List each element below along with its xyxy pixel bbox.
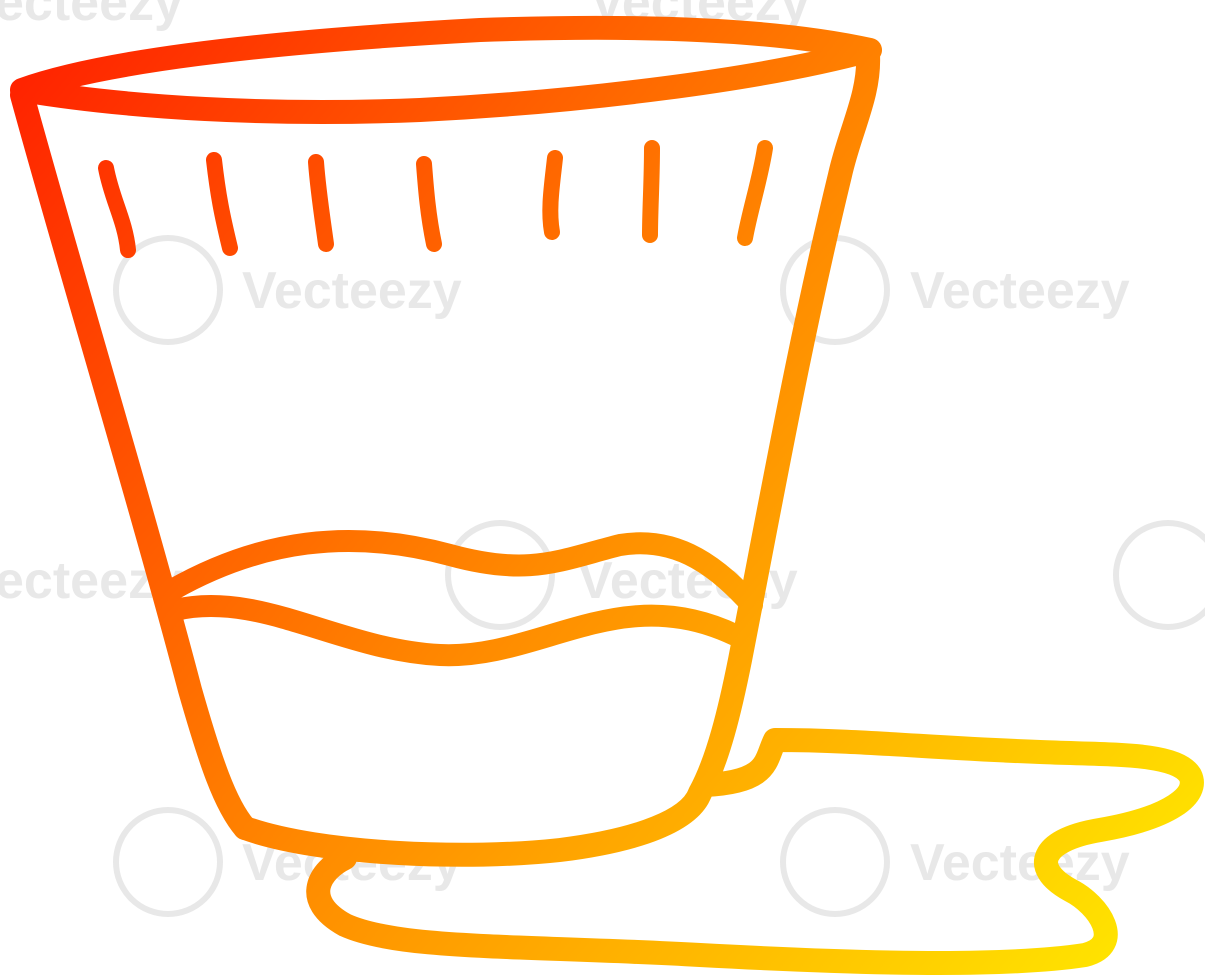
glass-base — [233, 781, 712, 867]
tick-mark — [206, 152, 238, 256]
watermark-text: Vecteezy — [910, 262, 1130, 320]
glass-left-side — [10, 83, 257, 840]
liquid-surface-back — [161, 529, 763, 616]
watermark-row-bottom: Vecteezy Vecteezy — [113, 807, 1130, 917]
vecteezy-v-logo-icon — [445, 520, 555, 630]
watermark-row-top: ecteezy Vecteezy — [0, 0, 810, 32]
vecteezy-v-logo-icon — [1113, 520, 1205, 630]
spill-puddle — [306, 728, 1204, 975]
watermark-text: ecteezy — [0, 0, 183, 32]
glass-tick-marks — [98, 140, 773, 258]
tick-mark — [642, 140, 660, 243]
tick-mark — [308, 154, 334, 252]
tick-mark — [416, 156, 442, 252]
watermark-layer: ecteezy Vecteezy Vecteezy Vecteezy ectee… — [0, 0, 1205, 917]
glass-rim — [10, 15, 882, 124]
vecteezy-v-logo-icon — [113, 807, 223, 917]
tick-mark — [98, 160, 136, 258]
watermark-text: Vecteezy — [242, 262, 462, 320]
glass-right-side — [688, 43, 881, 805]
liquid-surface-front — [164, 595, 746, 667]
watermark-row-mid: Vecteezy Vecteezy — [113, 235, 1130, 345]
vecteezy-v-logo-icon — [113, 235, 223, 345]
vecteezy-v-logo-icon — [780, 807, 890, 917]
tick-mark — [542, 150, 563, 240]
watermark-text: Vecteezy — [910, 834, 1130, 892]
glass-line-art — [10, 15, 1204, 975]
tick-mark — [737, 140, 773, 246]
